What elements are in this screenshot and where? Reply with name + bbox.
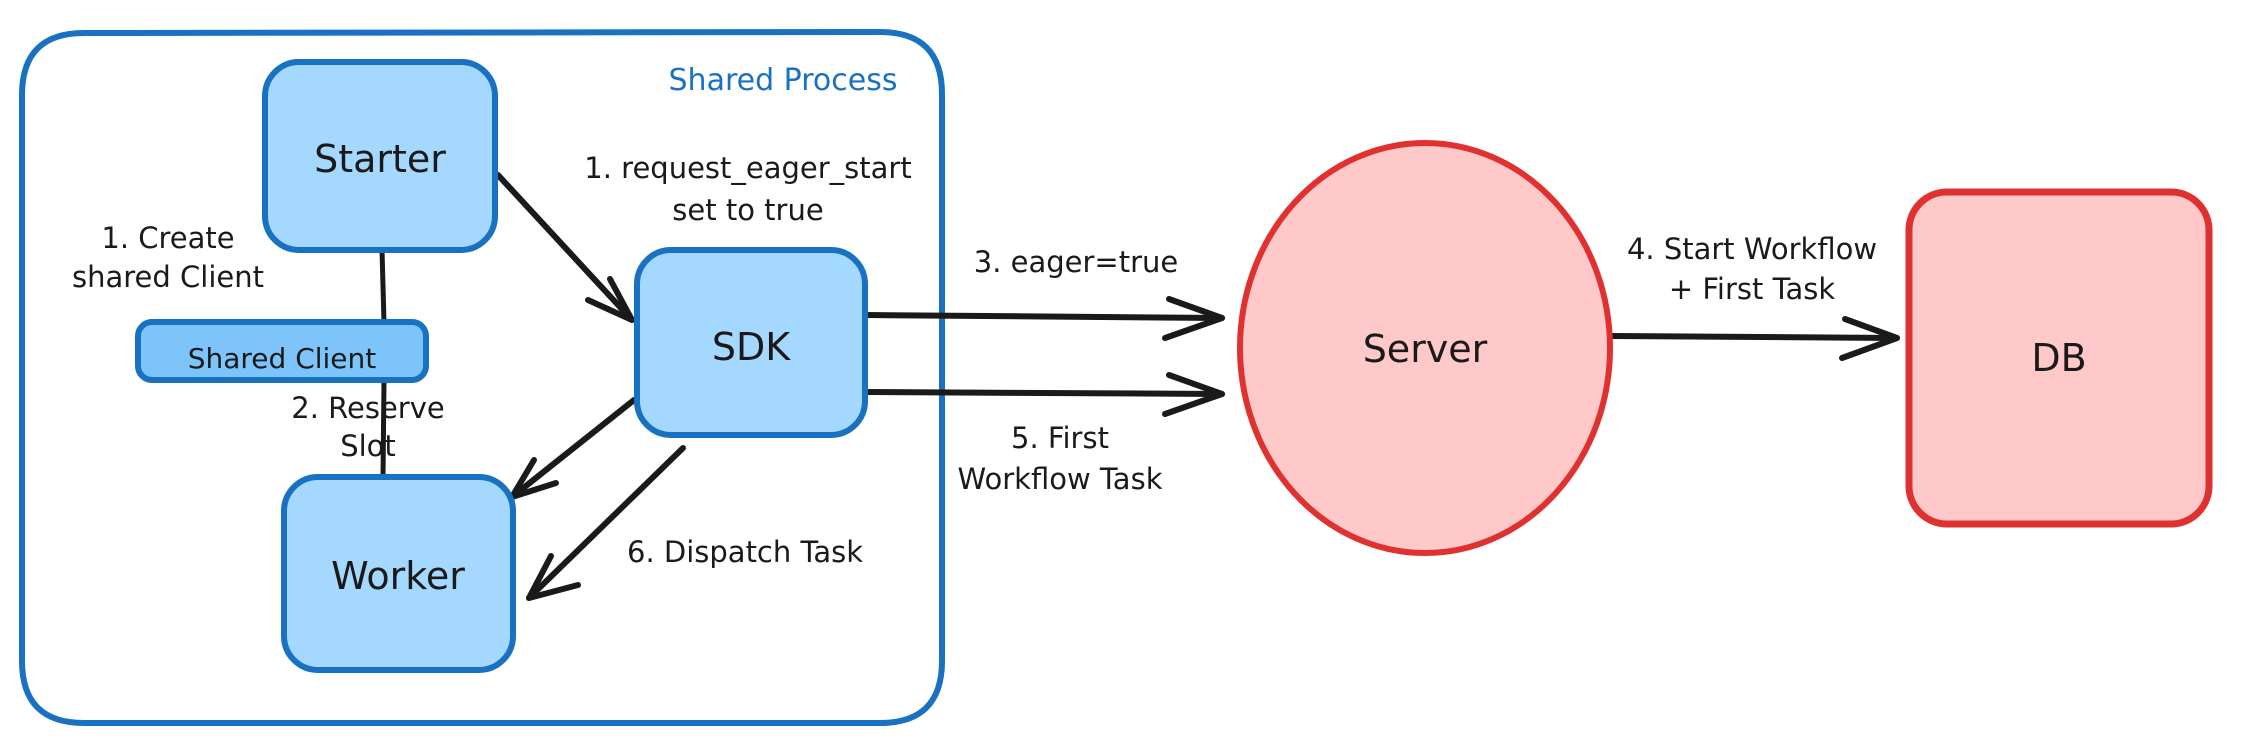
node-starter-shape <box>262 59 498 253</box>
edge-start-workflow-label-2: + First Task <box>1669 272 1836 306</box>
edge-first-workflow-task-line <box>863 389 1225 397</box>
edge-request-eager-start[interactable]: 1. request_eager_start set to true <box>495 151 912 323</box>
edge-first-workflow-task-label-2: Workflow Task <box>958 462 1163 496</box>
edge-first-workflow-task-arrowhead <box>1162 372 1225 417</box>
edge-first-workflow-task[interactable]: 5. First Workflow Task <box>863 372 1225 496</box>
edge-reserve-slot-label-1: 2. Reserve <box>291 391 444 425</box>
edge-dispatch-task-arrowhead <box>526 553 581 601</box>
edge-create-shared-client[interactable]: 1. Create shared Client <box>72 221 387 480</box>
edge-start-workflow-arrowhead <box>1839 316 1900 361</box>
node-sdk-shape <box>634 247 868 438</box>
node-worker-label: Worker <box>331 554 465 598</box>
edge-reserve-slot[interactable]: 2. Reserve Slot <box>291 391 637 500</box>
edge-create-shared-client-label-1: 1. Create <box>101 221 234 255</box>
edge-request-eager-start-label-2: set to true <box>672 193 823 227</box>
node-starter-label: Starter <box>314 137 446 181</box>
node-server-shape <box>1237 140 1613 556</box>
node-worker-shape <box>281 474 516 673</box>
node-sdk-label: SDK <box>712 325 791 369</box>
edge-reserve-slot-label-2: Slot <box>340 429 396 463</box>
edge-start-workflow[interactable]: 4. Start Workflow + First Task <box>1607 232 1900 361</box>
edge-create-shared-client-line-top <box>379 247 387 325</box>
edge-start-workflow-line <box>1607 333 1900 341</box>
edge-request-eager-start-arrowhead <box>585 276 635 323</box>
shared-process-border <box>19 29 945 726</box>
edge-create-shared-client-line-bottom <box>380 378 387 480</box>
edge-eager-true-arrowhead <box>1162 296 1225 341</box>
edge-request-eager-start-label-1: 1. request_eager_start <box>584 151 911 185</box>
node-db[interactable]: DB <box>1905 188 2213 528</box>
node-shared-client-label: Shared Client <box>188 342 377 375</box>
node-shared-client-shape <box>135 319 429 383</box>
edge-first-workflow-task-label-1: 5. First <box>1011 421 1109 455</box>
node-db-shape <box>1905 188 2213 528</box>
node-shared-client[interactable]: Shared Client <box>135 319 429 383</box>
edge-reserve-slot-arrowhead <box>509 457 559 500</box>
node-server-label: Server <box>1363 327 1488 371</box>
edge-eager-true[interactable]: 3. eager=true <box>863 245 1225 341</box>
edge-create-shared-client-label-2: shared Client <box>72 260 264 294</box>
edge-request-eager-start-line <box>495 172 635 323</box>
edge-eager-true-line <box>863 312 1225 321</box>
node-db-label: DB <box>2031 336 2086 380</box>
node-starter[interactable]: Starter <box>262 59 498 253</box>
edge-dispatch-task-label-1: 6. Dispatch Task <box>627 535 863 569</box>
group-shared-process[interactable]: Shared Process <box>19 29 945 726</box>
node-server[interactable]: Server <box>1237 140 1613 556</box>
edge-dispatch-task-line <box>526 445 686 601</box>
shared-process-label: Shared Process <box>669 63 898 98</box>
edge-dispatch-task[interactable]: 6. Dispatch Task <box>526 445 863 601</box>
edge-eager-true-label-1: 3. eager=true <box>974 245 1179 279</box>
node-sdk[interactable]: SDK <box>634 247 868 438</box>
edge-reserve-slot-line <box>509 397 637 500</box>
edge-start-workflow-label-1: 4. Start Workflow <box>1627 232 1877 266</box>
node-worker[interactable]: Worker <box>281 474 516 673</box>
